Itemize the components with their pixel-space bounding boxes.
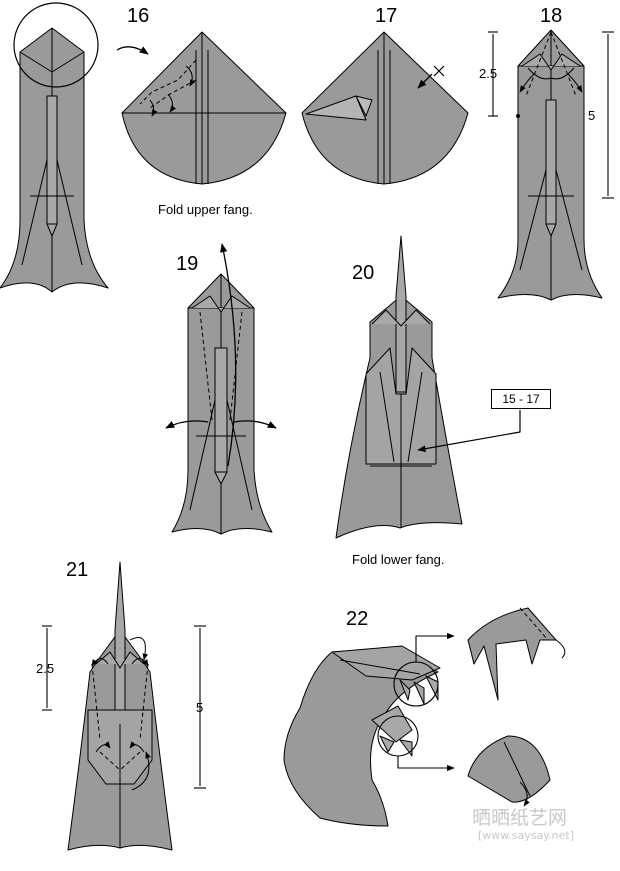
fold-arrow-icon	[149, 99, 158, 117]
step-21-dimensions	[42, 625, 206, 789]
step-16-closeup	[121, 31, 287, 185]
fold-arrow-icon	[131, 751, 151, 791]
step-21-model	[67, 561, 173, 851]
dimension-label: 5	[588, 108, 596, 123]
step-number-20: 20	[352, 262, 375, 284]
step-19-model	[165, 243, 277, 535]
push-arrow-icon	[417, 73, 433, 89]
fold-arrow-icon	[91, 658, 109, 667]
fold-arrow-icon	[519, 781, 530, 807]
step-20-model	[335, 235, 521, 539]
fold-arrow-icon	[555, 639, 566, 659]
step-number-16: 16	[127, 5, 150, 27]
fold-arrow-icon	[185, 65, 196, 87]
callout-arrow-icon	[397, 756, 455, 772]
step-number-17: 17	[375, 5, 398, 27]
caption-fold-upper-fang: Fold upper fang.	[158, 202, 253, 217]
fold-arrow-icon	[567, 73, 583, 93]
fold-arrow-icon	[129, 741, 145, 753]
fold-arrow-icon	[131, 658, 149, 667]
callout-arrow-icon	[417, 410, 521, 452]
fold-arrow-icon	[167, 93, 177, 113]
step-number-22: 22	[346, 608, 369, 630]
fold-arrow-icon	[129, 637, 148, 661]
curved-arrow-icon	[116, 46, 149, 55]
step-17-closeup	[301, 31, 469, 185]
repeat-steps-callout: 15 - 17	[491, 389, 551, 409]
step-18-model	[497, 29, 603, 301]
unfold-arrow-icon	[220, 243, 237, 467]
step-number-18: 18	[540, 5, 563, 27]
right-arrow-icon	[233, 420, 277, 429]
step-number-21: 21	[66, 559, 89, 581]
fold-arrow-icon	[95, 741, 111, 753]
step-number-19: 19	[176, 253, 199, 275]
step-15-model	[0, 2, 109, 293]
callout-arrow-icon	[415, 632, 455, 662]
dimension-label: 2.5	[479, 66, 498, 81]
caption-fold-lower-fang: Fold lower fang.	[352, 552, 445, 567]
zoom-circle	[13, 2, 99, 88]
fold-arrow-icon	[519, 73, 535, 93]
dimension-label: 5	[196, 700, 204, 715]
watermark-site-name: 晒晒纸艺网	[472, 807, 568, 829]
step-18-dimensions	[488, 31, 614, 199]
watermark-url: [www.saysay.net]	[478, 829, 575, 842]
left-arrow-icon	[165, 420, 209, 429]
step-22-model	[283, 607, 566, 827]
dimension-label: 2.5	[36, 661, 55, 676]
